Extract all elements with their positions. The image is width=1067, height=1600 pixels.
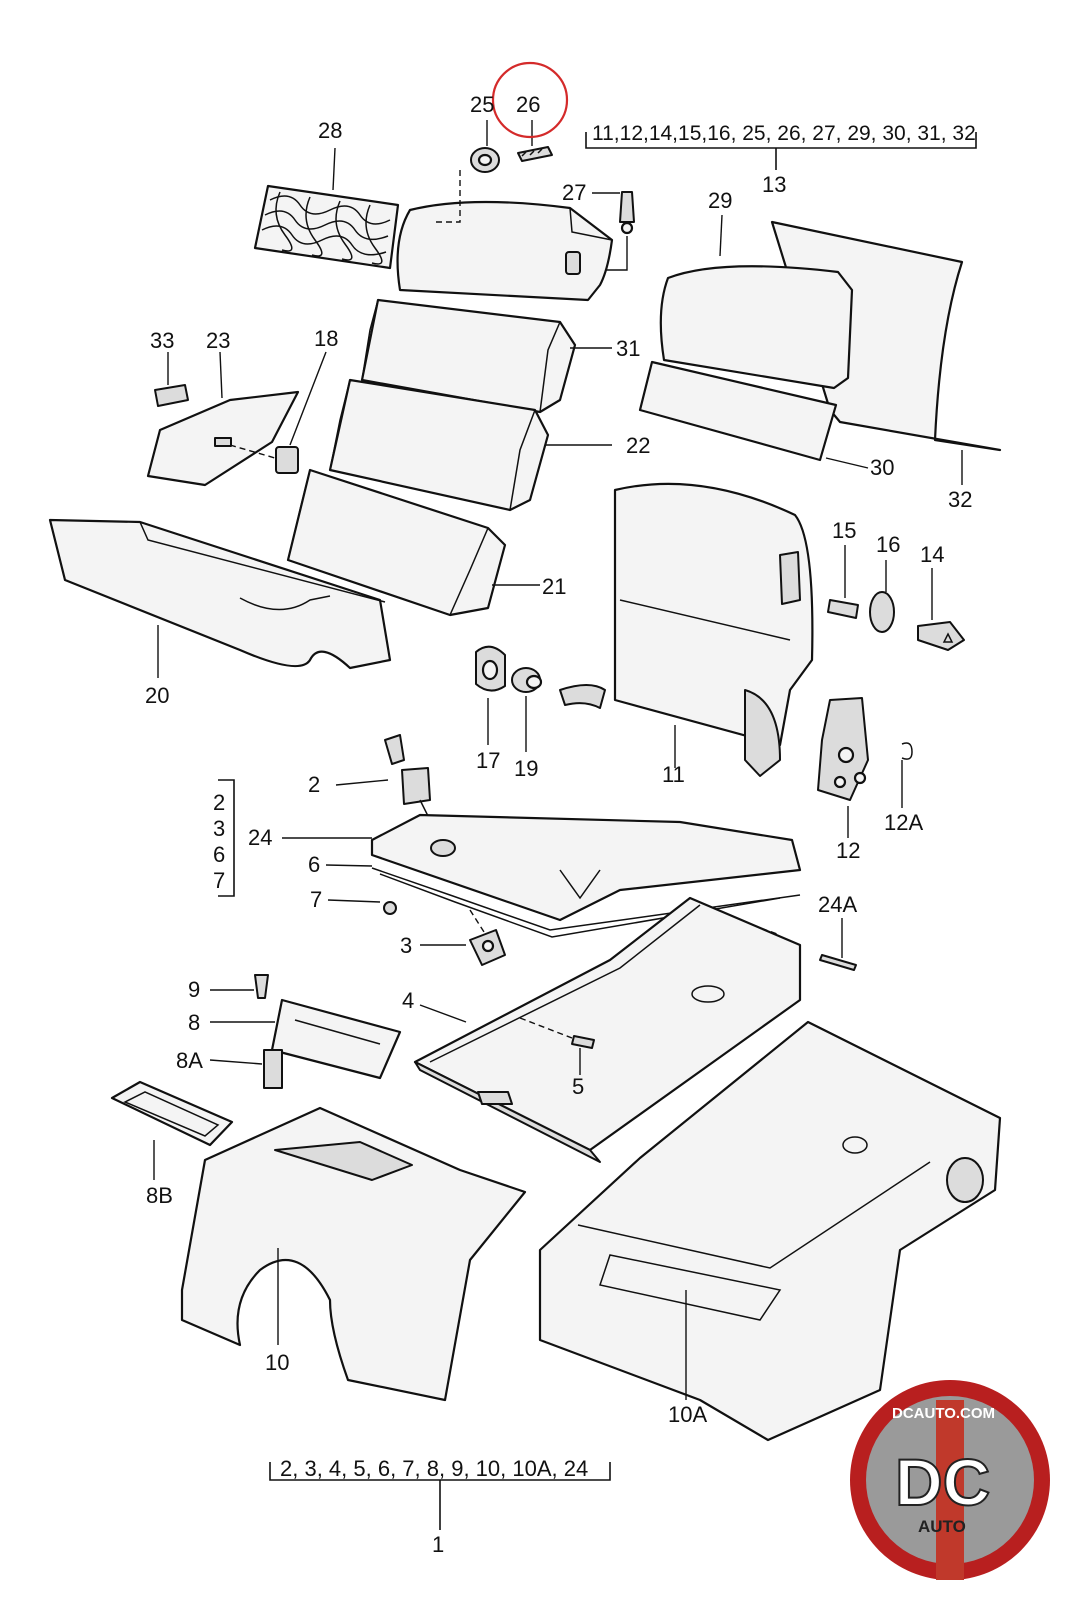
- label-7: 7: [310, 887, 322, 912]
- part-18-clip: [275, 446, 299, 474]
- label-27: 27: [562, 180, 586, 205]
- part-10a-console: [538, 1020, 1002, 1442]
- label-3: 3: [400, 933, 412, 958]
- label-2: 2: [308, 772, 320, 797]
- part-21-pad: [286, 468, 507, 617]
- label-18: 18: [314, 326, 338, 351]
- label-12: 12: [836, 838, 860, 863]
- bracket-24: [218, 779, 235, 897]
- label-1: 1: [432, 1532, 444, 1557]
- label-10: 10: [265, 1350, 289, 1375]
- label-21: 21: [542, 574, 566, 599]
- group-13-list: 11,12,14,15,16, 25, 26, 27, 29, 30, 31, …: [592, 122, 976, 145]
- label-19: 19: [514, 756, 538, 781]
- part-31-pad: [360, 298, 577, 414]
- part-16-knob: [869, 591, 895, 633]
- label-24a: 24A: [818, 892, 857, 917]
- part-2-lock: [384, 734, 431, 805]
- part-29-headrest: [659, 265, 854, 390]
- label-33: 33: [150, 328, 174, 353]
- backrest-top-pad: [396, 200, 614, 302]
- part-28-net: [253, 184, 400, 270]
- part-24a-pin: [819, 954, 857, 971]
- label-13: 13: [762, 172, 786, 197]
- part-33-button: [154, 384, 189, 407]
- label-4: 4: [402, 988, 414, 1013]
- label-23: 23: [206, 328, 230, 353]
- label-32: 32: [948, 487, 972, 512]
- logo-site-text: DCAUTO.COM: [892, 1405, 995, 1422]
- part-25-grommet: [470, 147, 500, 173]
- part-11-frame: [559, 482, 814, 777]
- label-29: 29: [708, 188, 732, 213]
- part-20-armrest: [48, 518, 392, 670]
- label-24: 24: [248, 825, 272, 850]
- label-10a: 10A: [668, 1402, 707, 1427]
- dcauto-logo: DCAUTO.COM DC AUTO: [850, 1380, 1050, 1580]
- part-9-screw: [254, 974, 269, 999]
- label-26: 26: [516, 92, 540, 117]
- part-15-catch: [827, 599, 859, 619]
- label-31: 31: [616, 336, 640, 361]
- label-16: 16: [876, 532, 900, 557]
- label-22: 22: [626, 433, 650, 458]
- part-14-button: [917, 621, 965, 651]
- logo-sub-text: AUTO: [918, 1517, 966, 1536]
- group-24-item: 6: [213, 842, 225, 867]
- group-24-item: 7: [213, 868, 225, 893]
- part-5-screw: [571, 1035, 595, 1049]
- label-12a: 12A: [884, 810, 923, 835]
- label-30: 30: [870, 455, 894, 480]
- label-25: 25: [470, 92, 494, 117]
- part-8b-frame: [110, 1080, 234, 1147]
- group-1-list: 2, 3, 4, 5, 6, 7, 8, 9, 10, 10A, 24: [280, 1456, 588, 1481]
- part-12-hinge: [817, 697, 869, 801]
- label-28: 28: [318, 118, 342, 143]
- part-17-grommet: [475, 645, 506, 692]
- logo-mark: DC: [895, 1445, 990, 1519]
- label-14: 14: [920, 542, 944, 567]
- part-19-bushing: [511, 667, 543, 693]
- part-8a-lamp: [263, 1049, 283, 1089]
- label-8a: 8A: [176, 1048, 203, 1073]
- part-7-screw: [383, 901, 397, 915]
- part-3-latch: [469, 929, 506, 966]
- label-9: 9: [188, 977, 200, 1002]
- group-24-item: 3: [213, 816, 225, 841]
- part-27-clip: [619, 191, 635, 235]
- part-12a-clip: [901, 742, 913, 760]
- group-24-item: 2: [213, 790, 225, 815]
- label-6: 6: [308, 852, 320, 877]
- part-22-pad: [328, 378, 550, 512]
- part-10-console: [180, 1106, 527, 1402]
- label-20: 20: [145, 683, 169, 708]
- part-24-lid: [370, 813, 802, 922]
- label-5: 5: [572, 1074, 584, 1099]
- part-8-tray: [270, 998, 402, 1080]
- label-8b: 8B: [146, 1183, 173, 1208]
- part-4-box: [413, 896, 802, 1163]
- label-17: 17: [476, 748, 500, 773]
- highlight-circle: [491, 61, 569, 139]
- label-11: 11: [662, 762, 685, 787]
- label-15: 15: [832, 518, 856, 543]
- part-26-screw: [517, 146, 553, 162]
- bracket-13: [585, 132, 977, 149]
- part-23-panel: [146, 390, 300, 487]
- part-30-pad: [638, 360, 838, 462]
- label-8: 8: [188, 1010, 200, 1035]
